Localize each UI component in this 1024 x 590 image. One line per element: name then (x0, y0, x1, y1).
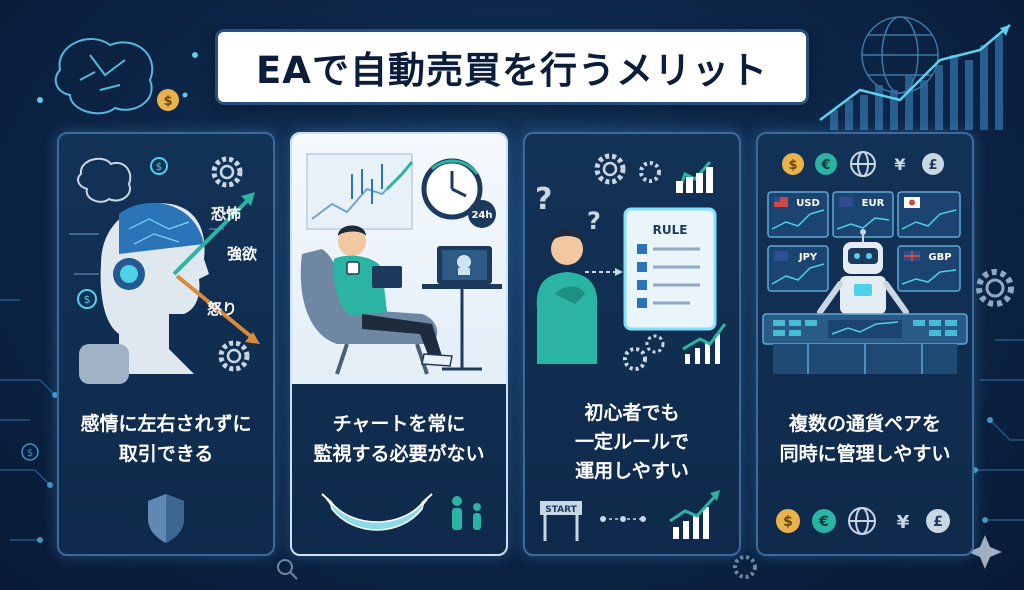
currency-label-gbp: GBP (928, 252, 951, 263)
gear-icon (733, 555, 757, 579)
relaxing-person-illustration: 24h (292, 134, 506, 384)
emotion-anger: 怒り (207, 300, 237, 318)
start-path-illustration: START (540, 490, 720, 541)
card-caption: 感情に左右されずに 取引できる (59, 409, 273, 469)
yen-icon: ¥ (894, 155, 905, 174)
gear-icon (623, 347, 647, 371)
currency-label-usd: USD (796, 198, 820, 209)
trading-robot-illustration: $ € ¥ £ USD EUR JPY (762, 151, 968, 374)
card-no-monitoring: 24h チャートを常に 監視する必要がない (290, 132, 508, 556)
currency-panel-usd (767, 191, 829, 238)
rule-label: RULE (653, 223, 688, 237)
family-icon (452, 496, 481, 530)
yen-icon: ¥ (897, 512, 910, 533)
pound-icon: £ (933, 514, 943, 530)
currency-label-eur: EUR (862, 198, 885, 209)
gear-icon (211, 156, 243, 188)
svg-text:$: $ (163, 94, 172, 109)
svg-text:$: $ (27, 448, 33, 459)
currency-panel-jpy (767, 245, 829, 292)
caption-line: 一定ルールで (574, 431, 689, 453)
euro-icon: € (820, 158, 830, 173)
svg-text:$: $ (84, 293, 91, 306)
clock-24h-label: 24h (471, 210, 492, 221)
card-caption: 初心者でも 一定ルールで 運用しやすい (525, 399, 739, 486)
gear-icon (218, 340, 250, 372)
question-mark-icon: ? (587, 207, 601, 235)
page-title: EAで自動売買を行うメリット (256, 49, 768, 92)
globe-icon (861, 16, 939, 94)
caption-line: チャートを常に (332, 413, 466, 435)
caption-line: 感情に左右されずに (80, 413, 252, 435)
card-caption: チャートを常に 監視する必要がない (292, 409, 506, 469)
emotion-fear: 恐怖 (211, 205, 241, 223)
rule-document-illustration: ? ? RULE (535, 153, 727, 371)
gear-icon (645, 334, 665, 354)
chart-board (306, 153, 414, 230)
caption-line: 取引できる (118, 443, 214, 465)
dollar-icon: $ (788, 158, 797, 173)
rising-bars-decoration (830, 35, 1003, 130)
currency-symbols-row: $ € ¥ £ (776, 507, 950, 535)
clock-icon (421, 158, 483, 220)
brain-icon (77, 157, 132, 203)
start-label: START (545, 505, 577, 515)
emotion-greed: 強欲 (227, 245, 257, 263)
globe-icon (848, 507, 876, 535)
ai-head-illustration: $ $ 恐怖 強欲 怒り (69, 156, 260, 384)
card-emotion-free: $ $ 恐怖 強欲 怒り 感情に左右されずに 取引できる (57, 132, 275, 556)
caption-line: 監視する必要がない (313, 443, 485, 465)
card-caption: 複数の通貨ペアを 同時に管理しやすい (758, 409, 972, 469)
pound-icon: £ (928, 158, 937, 173)
currency-label-jpy: JPY (798, 252, 818, 263)
hammock-family-illustration (321, 493, 481, 531)
gear-icon (594, 153, 626, 185)
caption-line: 初心者でも (584, 402, 680, 424)
robot-icon (817, 229, 909, 315)
card-beginner-rules: ? ? RULE (523, 132, 741, 556)
rule-document (623, 207, 717, 331)
globe-icon (850, 151, 876, 177)
card-multi-currency: $ € ¥ £ USD EUR JPY (756, 132, 974, 556)
gear-icon (639, 161, 661, 183)
brain-icon (54, 38, 154, 115)
gear-icon (976, 269, 1014, 307)
caption-line: 同時に管理しやすい (779, 443, 951, 465)
euro-icon: € (818, 514, 829, 530)
currency-panel-jpy-flag (897, 191, 961, 238)
hammock-icon (321, 493, 433, 531)
title-banner: EAで自動売買を行うメリット (218, 32, 806, 102)
svg-text:$: $ (156, 162, 162, 173)
shield-icon (148, 494, 184, 543)
caption-line: 複数の通貨ペアを (788, 413, 941, 435)
dollar-icon: $ (783, 514, 793, 530)
currency-panel-gbp (897, 245, 961, 292)
laptop-icon (422, 246, 502, 289)
question-mark-icon: ? (535, 182, 552, 217)
caption-line: 運用しやすい (575, 460, 689, 482)
